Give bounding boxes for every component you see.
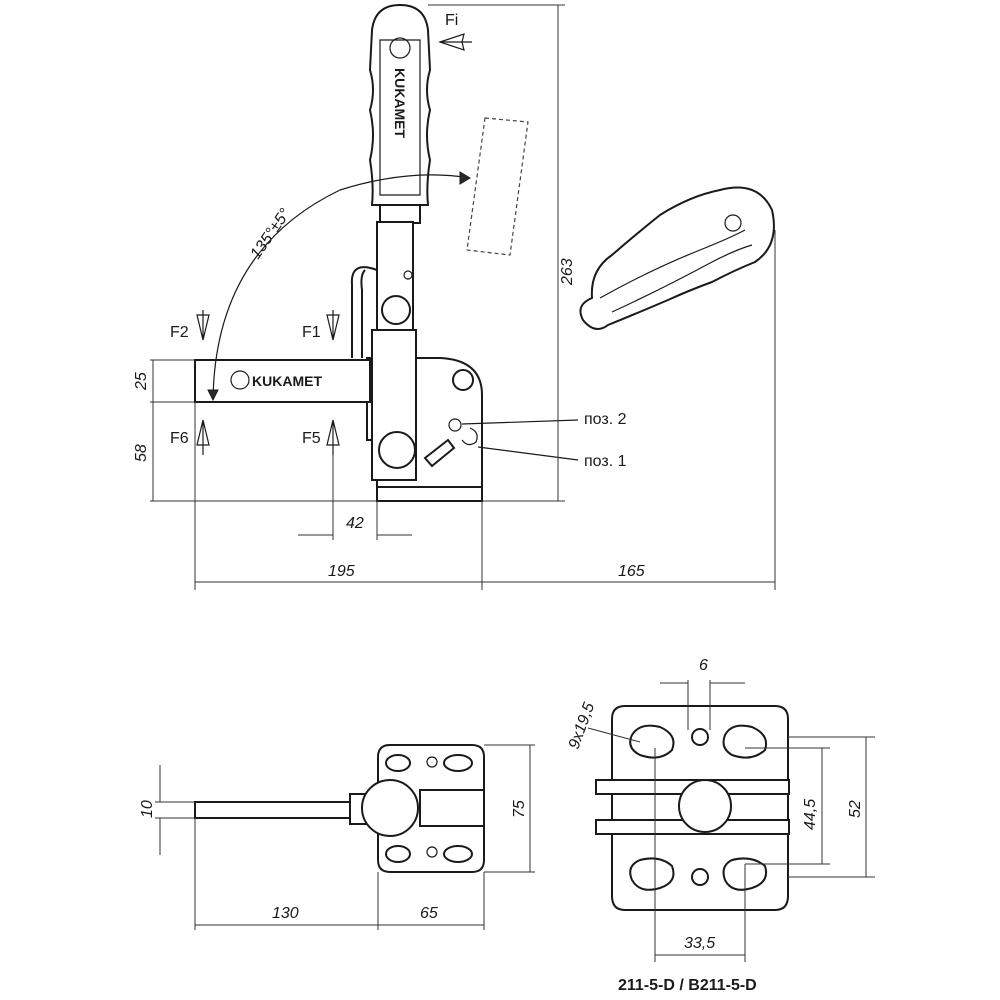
force-arrows: Fi F2 F1 F6 F5 bbox=[170, 12, 472, 455]
dim-52: 52 bbox=[847, 800, 864, 818]
position-callouts: поз. 2 поз. 1 bbox=[461, 411, 627, 470]
base-view: 6 9x19,5 44,5 52 33,5 211-5-D / B211-5-D bbox=[566, 657, 875, 994]
angle-label: 135°±5° bbox=[247, 205, 294, 262]
open-position-handle bbox=[579, 186, 775, 330]
handle-brand: KUKAMET bbox=[392, 68, 408, 138]
label-pos2: поз. 2 bbox=[584, 411, 627, 428]
dim-44-5: 44,5 bbox=[802, 799, 819, 830]
label-f2: F2 bbox=[170, 324, 189, 341]
dim-6: 6 bbox=[699, 657, 708, 674]
label-f1: F1 bbox=[302, 324, 321, 341]
model-caption: 211-5-D / B211-5-D bbox=[618, 977, 757, 994]
dim-195: 195 bbox=[328, 563, 355, 580]
top-view: 10 75 130 65 bbox=[139, 744, 535, 930]
side-view: KUKAMET KUKAMET bbox=[133, 3, 776, 590]
dim-slot: 9x19,5 bbox=[566, 700, 598, 751]
clamp-bar: KUKAMET bbox=[194, 359, 371, 403]
bar-brand: KUKAMET bbox=[252, 373, 322, 389]
dim-33-5: 33,5 bbox=[684, 935, 715, 952]
handle-grip: KUKAMET bbox=[368, 3, 432, 224]
dim-65: 65 bbox=[420, 905, 438, 922]
lever-arm bbox=[350, 221, 414, 358]
label-f6: F6 bbox=[170, 430, 189, 447]
dim-130: 130 bbox=[272, 905, 299, 922]
label-pos1: поз. 1 bbox=[584, 453, 627, 470]
dim-42: 42 bbox=[346, 515, 364, 532]
handle-logo-icon bbox=[389, 37, 411, 59]
label-fi: Fi bbox=[445, 12, 458, 29]
bar-logo-icon bbox=[230, 370, 250, 390]
dim-263: 263 bbox=[559, 258, 576, 286]
top-dimensions: 10 75 130 65 bbox=[139, 744, 535, 930]
side-dimensions: 263 25 58 42 195 165 bbox=[133, 4, 776, 590]
dim-10: 10 bbox=[139, 800, 156, 818]
dim-75: 75 bbox=[511, 800, 528, 818]
dim-25: 25 bbox=[133, 372, 150, 391]
dim-58: 58 bbox=[133, 444, 150, 462]
dim-165: 165 bbox=[618, 563, 645, 580]
clamp-body bbox=[366, 329, 483, 502]
rotated-handle-outline bbox=[466, 117, 529, 256]
label-f5: F5 bbox=[302, 430, 321, 447]
